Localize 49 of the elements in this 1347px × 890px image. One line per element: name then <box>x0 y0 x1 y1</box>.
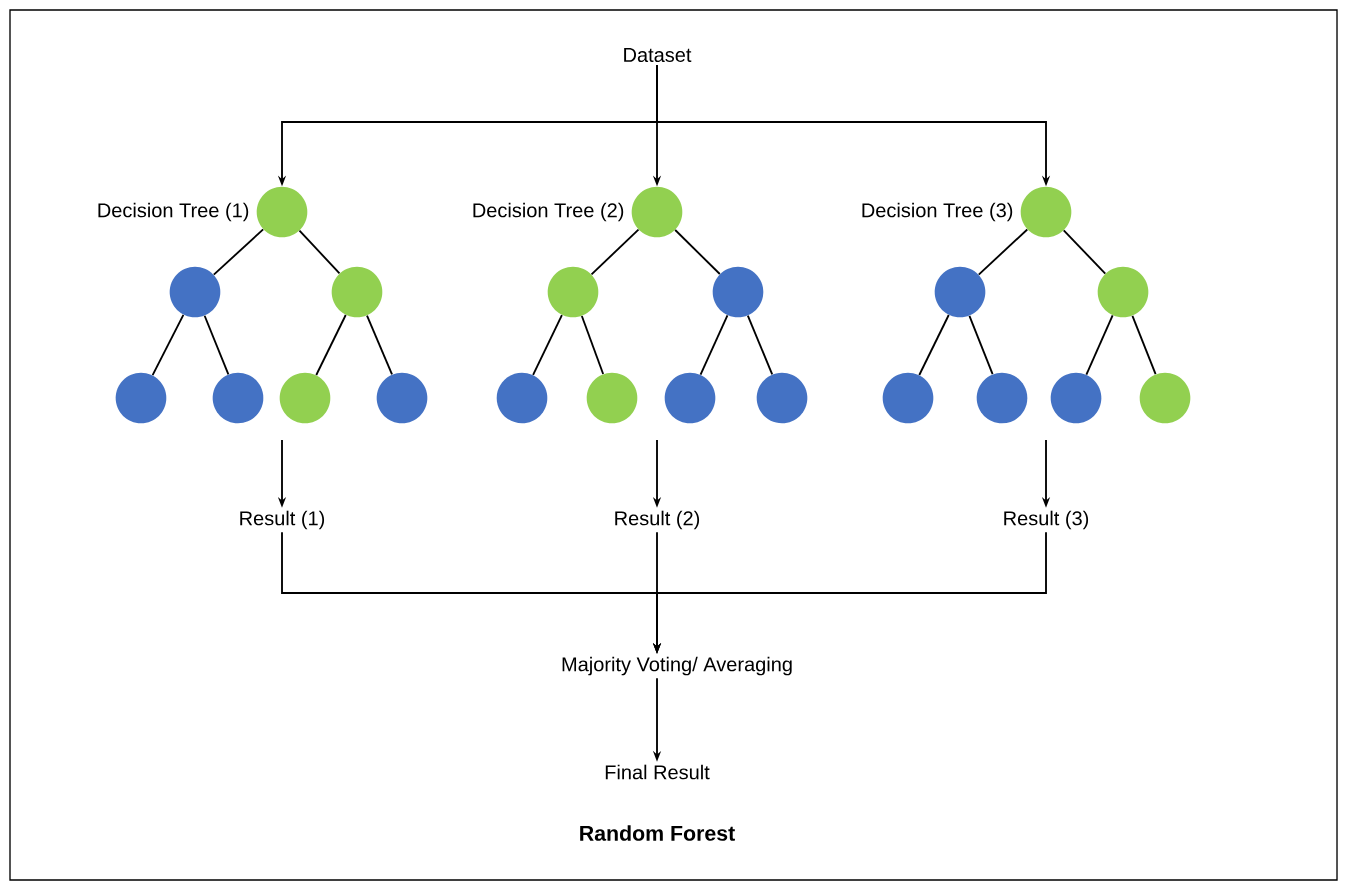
tree-label: Decision Tree (3) <box>862 202 1013 222</box>
tree-branch <box>674 229 721 275</box>
tree-node-circle <box>586 372 638 424</box>
tree-node-circle <box>256 186 308 238</box>
tree-branch <box>590 228 640 276</box>
tree-node-circle <box>212 372 264 424</box>
tree-label: Decision Tree (1) <box>98 202 249 222</box>
text-label: Final Result <box>605 764 710 780</box>
tree-node-circle <box>376 372 428 424</box>
tree-node-circle <box>631 186 683 238</box>
tree-node-circle <box>496 372 548 424</box>
tree-branch <box>1085 314 1114 376</box>
tree-node-circle <box>279 372 331 424</box>
tree-branch <box>532 314 563 376</box>
tree-node-circle <box>712 266 764 318</box>
tree-branch <box>203 314 230 376</box>
tree-branch <box>918 314 950 376</box>
tree-branch <box>315 314 347 376</box>
tree-branch <box>580 315 605 375</box>
text-label: Dataset <box>624 48 692 62</box>
tree-node-circle <box>1050 372 1102 424</box>
tree-node-circle <box>1097 266 1149 318</box>
tree-node-circle <box>976 372 1028 424</box>
tree-branch <box>1131 314 1157 376</box>
tree-node-circle <box>331 266 383 318</box>
caption: Random Forest <box>580 825 735 841</box>
tree-node-circle <box>1020 186 1072 238</box>
text-label: Result (3) <box>1004 510 1089 530</box>
tree-node-circle <box>547 266 599 318</box>
tree-branch <box>1062 229 1107 275</box>
tree-label: Decision Tree (2) <box>473 202 624 222</box>
tree-node-circle <box>756 372 808 424</box>
tree-node-circle <box>934 266 986 318</box>
tree-branch <box>968 314 994 376</box>
tree-node-circle <box>169 266 221 318</box>
tree-node-circle <box>1139 372 1191 424</box>
tree-branch <box>699 314 729 376</box>
text-label: Result (2) <box>615 510 700 530</box>
tree-node-circle <box>664 372 716 424</box>
tree-branch <box>977 228 1029 276</box>
text-label: Result (1) <box>240 510 325 530</box>
tree-node-circle <box>882 372 934 424</box>
tree-node-circle <box>115 372 167 424</box>
tree-branch <box>298 229 341 275</box>
tree-branch <box>746 314 774 376</box>
tree-branch <box>366 314 393 376</box>
tree-branch <box>212 228 265 276</box>
tree-branch <box>151 313 185 377</box>
text-label: Majority Voting/ Averaging <box>562 656 792 676</box>
